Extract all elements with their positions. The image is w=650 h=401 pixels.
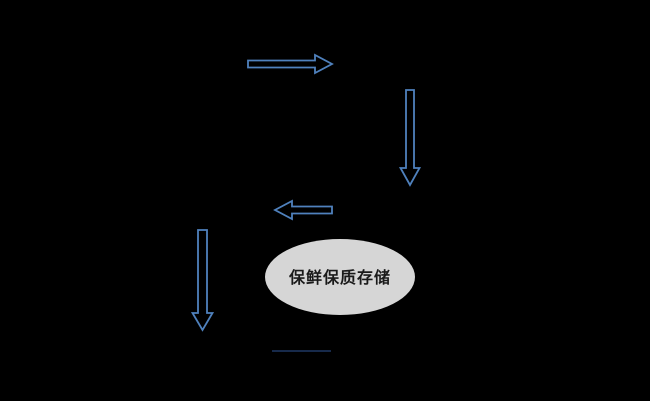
- storage-node: [265, 239, 415, 315]
- arrow-left-icon: [273, 199, 333, 221]
- arrow-right-icon: [247, 53, 334, 75]
- arrow-down-left-icon: [190, 229, 215, 332]
- arrow-down-right-icon: [398, 89, 422, 187]
- storage-node-label: 保鲜保质存储: [288, 268, 391, 287]
